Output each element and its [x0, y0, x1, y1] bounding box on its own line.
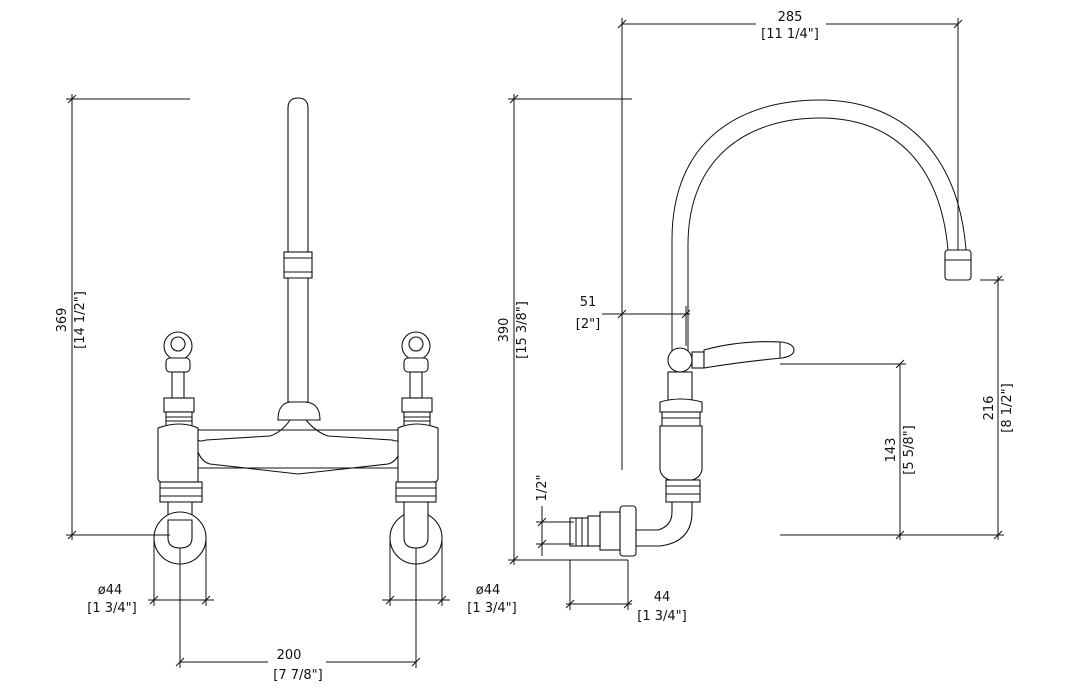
front-spout-base: [277, 401, 321, 421]
dim-offset: [602, 306, 691, 346]
dim-width-front: [175, 548, 421, 668]
dim-handle-height: [780, 359, 1004, 540]
dim-width-front-in: [7 7/8"]: [273, 668, 322, 683]
dim-flange-left-mm: ø44: [98, 583, 123, 598]
front-spout-collar: [283, 251, 313, 279]
dim-spout-height-in: [8 1/2"]: [1000, 383, 1015, 432]
dim-reach-in: [11 1/4"]: [761, 27, 819, 42]
dim-offset-in: [2"]: [576, 317, 600, 332]
dim-inlet-in: [1 3/4"]: [637, 609, 686, 624]
side-inlet: [569, 505, 637, 557]
front-right-valve: [389, 331, 443, 565]
dim-handle-height-in: [5 5/8"]: [902, 425, 917, 474]
dim-handle-height-mm: 143: [884, 438, 899, 463]
front-bridge-lower: [197, 451, 401, 475]
side-spout-inner: [687, 117, 949, 360]
dim-height-front: [66, 94, 190, 540]
dim-width-front-mm: 200: [277, 648, 302, 663]
side-view: [508, 18, 1004, 610]
dim-offset-mm: 51: [580, 295, 597, 310]
dim-height-side: [508, 94, 632, 565]
dim-inlet-mm: 44: [654, 590, 671, 605]
front-bridge: [197, 419, 401, 442]
dim-flange-right: [382, 540, 450, 606]
dim-thread-in: 1/2": [535, 475, 550, 502]
side-spout-tip: [944, 249, 972, 281]
dim-flange-right-in: [1 3/4"]: [467, 601, 516, 616]
front-spout-stem: [287, 277, 309, 403]
dim-height-side-mm: 390: [497, 318, 512, 343]
dim-height-side-in: [15 3/8"]: [515, 301, 530, 359]
dim-spout-height-mm: 216: [982, 396, 997, 421]
front-view: [66, 94, 450, 668]
dim-inlet: [565, 560, 633, 610]
dim-flange-right-mm: ø44: [476, 583, 501, 598]
front-left-valve: [153, 331, 207, 565]
dim-flange-left: [148, 540, 214, 606]
dim-height-front-in: [14 1/2"]: [73, 291, 88, 349]
front-spout-pipe: [287, 97, 309, 256]
dim-reach: [617, 18, 963, 470]
dim-reach-mm: 285: [778, 10, 803, 25]
side-spout-outer: [671, 99, 967, 360]
dim-thread: [536, 506, 574, 556]
dim-flange-left-in: [1 3/4"]: [87, 601, 136, 616]
dim-spout-height: [980, 275, 1004, 540]
side-handle: [667, 341, 795, 373]
side-valve-body: [635, 371, 703, 547]
dim-height-front-mm: 369: [55, 308, 70, 333]
